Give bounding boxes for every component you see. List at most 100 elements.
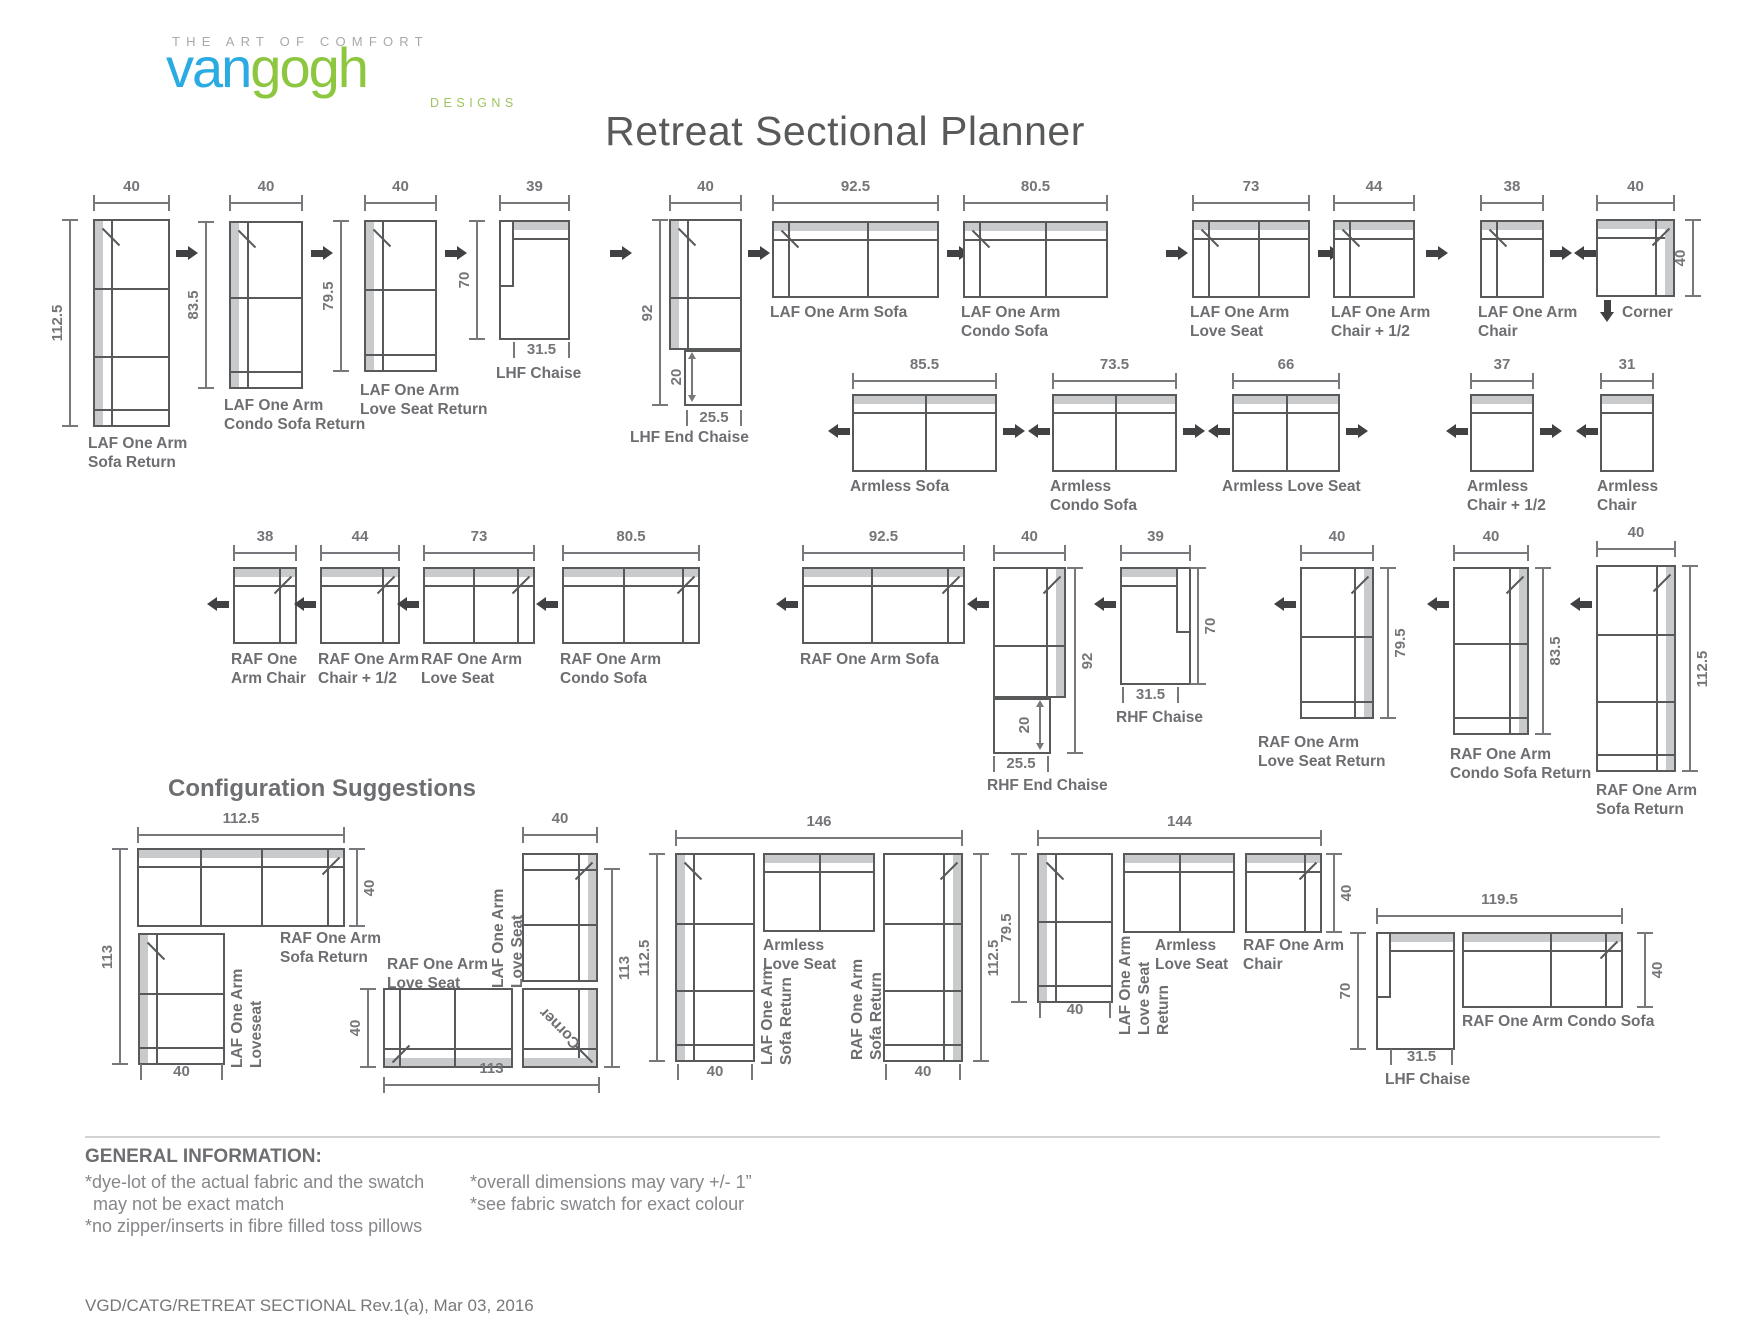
arrow-head xyxy=(1446,424,1456,438)
arm-line xyxy=(677,1044,753,1046)
dim-line xyxy=(1192,202,1310,204)
seat-divider xyxy=(1455,642,1527,645)
dim-line xyxy=(383,1084,600,1086)
arm-line xyxy=(979,223,981,296)
dim-line xyxy=(1387,567,1389,719)
dim-value: 70 xyxy=(1202,617,1219,635)
raf-one-arm-condo-sofa-return-dim-40: 40 xyxy=(1453,528,1529,561)
dim-value: 39 xyxy=(526,178,543,195)
dim-tick xyxy=(1120,545,1122,561)
dim-tick xyxy=(1338,373,1340,389)
raf-one-arm-love-seat-return-outline xyxy=(1300,567,1374,719)
dim-tick xyxy=(1372,545,1374,561)
dim-value: 40 xyxy=(914,1063,932,1080)
seat-divider xyxy=(870,569,873,642)
dim-line xyxy=(1689,565,1691,772)
raf-one-arm-love-seat-return-dim-79-5: 79.5 xyxy=(1380,567,1409,719)
arrow-shaft xyxy=(176,250,188,257)
laf-one-arm-sofa-return-dim-112-5: 112.5 xyxy=(49,219,78,427)
flow-arrow-right-icon xyxy=(748,246,770,261)
arm-line xyxy=(327,850,329,925)
arrow-shaft xyxy=(304,601,316,608)
arrow-shaft xyxy=(748,250,760,257)
rhf-end-chaise-dim-40: 40 xyxy=(993,528,1066,561)
dim-value: 112.5 xyxy=(222,810,260,827)
dim-tick xyxy=(1320,830,1322,846)
general-info-heading: GENERAL INFORMATION: xyxy=(85,1146,322,1167)
back-strip xyxy=(588,990,596,1066)
dim-tick xyxy=(596,827,598,843)
dim-tick xyxy=(469,338,485,340)
cfg-d-raf-one-arm-chair-outline xyxy=(1245,853,1322,933)
dim-value: 40 xyxy=(1482,528,1500,545)
cfg-a-laf-one-arm-loveseat-outline xyxy=(138,933,225,1065)
seat-divider xyxy=(231,296,301,299)
dim-tick xyxy=(1177,687,1179,703)
dim-tick xyxy=(686,410,688,426)
dim-tick xyxy=(1189,545,1191,561)
arrow-shaft xyxy=(838,428,850,435)
corner-outline xyxy=(1596,219,1675,297)
dim-tick xyxy=(1380,717,1396,719)
back-cushion-line xyxy=(1354,569,1356,717)
arrow-shaft xyxy=(1038,428,1050,435)
dim-line xyxy=(93,202,170,204)
flow-arrow-left-icon xyxy=(1427,597,1449,612)
back-cushion-line xyxy=(1598,237,1673,239)
lhf-end-chaise-label: LHF End Chaise xyxy=(630,429,749,446)
back-cushion-line xyxy=(1247,871,1320,873)
dim-tick xyxy=(1350,1048,1366,1050)
back-cushion-line xyxy=(425,585,533,587)
dim-value: 20 xyxy=(668,368,685,386)
laf-one-arm-sofa-outline xyxy=(772,221,939,298)
dim-tick xyxy=(499,195,501,211)
lhf-end-chaise-inner-dim-20: 20 xyxy=(668,352,697,402)
raf-one-arm-sofa-return-dim-40: 40 xyxy=(1596,524,1676,557)
dim-tick xyxy=(993,545,995,561)
dim-value: 85.5 xyxy=(909,356,940,373)
arrow-shaft xyxy=(1456,428,1468,435)
laf-one-arm-love-seat-return-dim-40: 40 xyxy=(364,178,437,211)
dim-tick xyxy=(1674,541,1676,557)
back-strip xyxy=(524,1058,596,1066)
dim-value: 40 xyxy=(347,1019,364,1037)
dim-value: 144 xyxy=(1166,813,1193,830)
cfg-d-laf-one-arm-love-seat-return-dim-40: 40 xyxy=(1039,1001,1111,1018)
back-strip xyxy=(231,223,239,387)
arrow-shaft xyxy=(217,601,229,608)
dim-value: 66 xyxy=(1277,356,1295,373)
dim-value: 40 xyxy=(257,178,275,195)
arrow-shaft xyxy=(610,250,622,257)
cfg-c-raf-one-arm-sofa-return-outline xyxy=(883,853,963,1062)
dim-tick xyxy=(604,1066,620,1068)
dim-line xyxy=(1480,202,1544,204)
laf-one-arm-condo-sofa-return-dim-40: 40 xyxy=(229,178,303,211)
dim-line xyxy=(675,837,963,839)
arm-rect xyxy=(1378,934,1391,998)
back-strip xyxy=(1665,221,1673,295)
arm-line xyxy=(1304,855,1306,931)
arrow-shaft xyxy=(786,601,798,608)
dim-value: 79.5 xyxy=(320,281,337,311)
seat-divider xyxy=(1598,700,1674,703)
arrow-head xyxy=(760,246,770,260)
back-cushion-line xyxy=(1602,412,1652,414)
general-info-note-2: *no zipper/inserts in fibre filled toss … xyxy=(85,1216,423,1236)
back-cushion-line xyxy=(1122,585,1189,587)
rhf-chaise-outline xyxy=(1120,567,1191,685)
divider-line xyxy=(85,1136,1660,1138)
rhf-end-chaise-label: RHF End Chaise xyxy=(987,777,1108,794)
dim-tick xyxy=(1333,195,1335,211)
cfg-c-laf-one-arm-sofa-return-dim-112-5: 112.5 xyxy=(636,853,665,1062)
cfg-a-laf-one-arm-loveseat-dim-40: 40 xyxy=(140,1063,223,1080)
flow-arrow-left-icon xyxy=(967,597,989,612)
dim-value: 38 xyxy=(1503,178,1521,195)
dim-tick xyxy=(137,827,139,843)
arrow-shaft xyxy=(546,601,558,608)
flow-arrow-down-icon xyxy=(1600,300,1615,322)
